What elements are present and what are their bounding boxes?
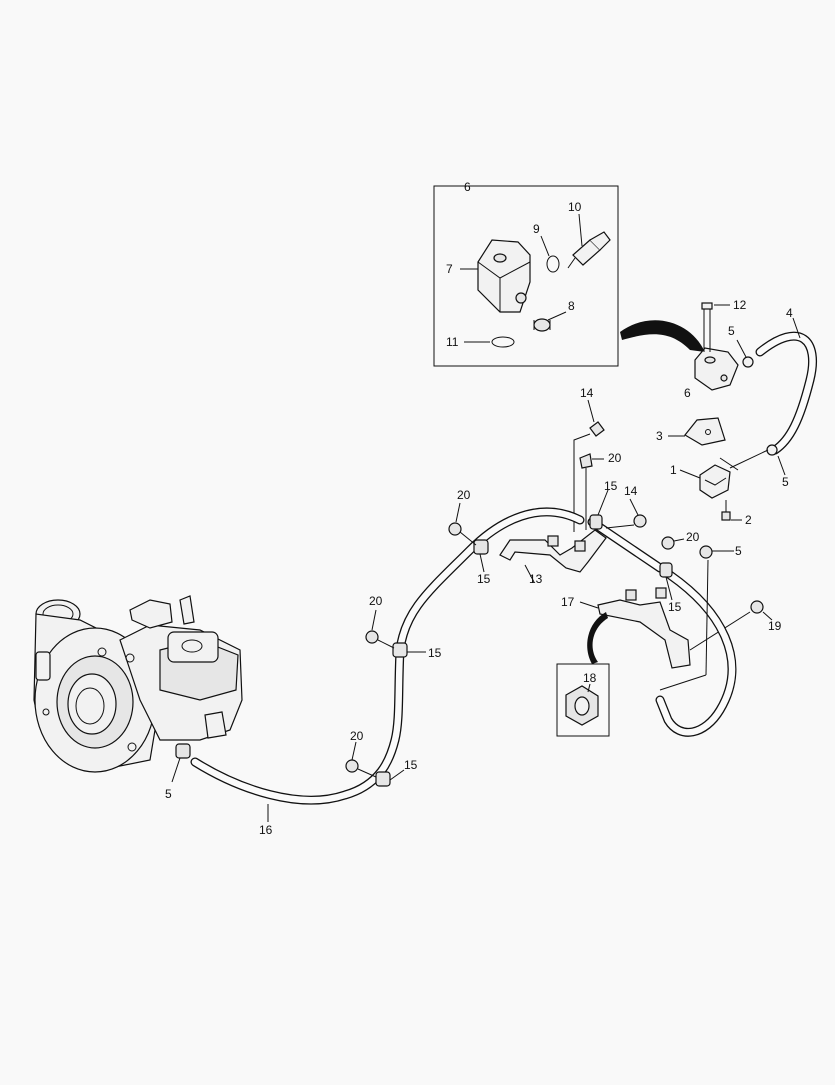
clip-15-e — [375, 769, 405, 787]
detail-inset-box — [433, 185, 619, 367]
callout-5-bottom: 5 — [165, 787, 172, 801]
bolt-12 — [701, 302, 730, 352]
callout-8: 8 — [568, 299, 575, 313]
callout-1: 1 — [670, 463, 677, 477]
callout-5-top: 5 — [728, 324, 735, 338]
callout-15-mid: 15 — [428, 646, 442, 660]
clamp-5-b — [766, 444, 786, 476]
callout-14-top: 14 — [580, 386, 594, 400]
callout-11: 11 — [446, 335, 459, 349]
nut-18-box — [556, 663, 610, 737]
screw-2 — [721, 500, 742, 521]
clamp-5-d — [171, 743, 191, 783]
callout-15-right: 15 — [668, 600, 682, 614]
bracket-17 — [579, 587, 691, 669]
callout-5-right: 5 — [782, 475, 789, 489]
bolt-20-b — [448, 502, 477, 546]
callout-4: 4 — [786, 306, 793, 320]
callout-12: 12 — [733, 298, 747, 312]
callout-20-right: 20 — [686, 530, 700, 544]
callout-labels: 6 7 9 10 8 11 12 5 4 6 14 3 20 1 5 20 15… — [165, 180, 793, 837]
bolt-20-e — [661, 536, 685, 550]
bracket-13 — [499, 529, 607, 583]
callout-17: 17 — [561, 595, 575, 609]
clamp-5-c — [699, 545, 734, 559]
bolt-20-a — [579, 453, 604, 530]
callout-6: 6 — [684, 386, 691, 400]
callout-19: 19 — [768, 619, 782, 633]
callout-7: 7 — [446, 262, 453, 276]
callout-2: 2 — [745, 513, 752, 527]
clamp-5-a — [736, 339, 754, 368]
callout-20-top: 20 — [608, 451, 622, 465]
bolt-14-b — [605, 498, 647, 529]
callout-9: 9 — [533, 222, 540, 236]
hose-4 — [755, 317, 818, 455]
turbocharger — [33, 595, 243, 773]
adapter-block-7 — [477, 239, 531, 313]
callout-15-left: 15 — [477, 572, 491, 586]
clip-15-c — [659, 562, 673, 601]
callout-6-inset: 6 — [464, 180, 471, 194]
clip-15-b — [589, 489, 609, 530]
callout-20-mid: 20 — [369, 594, 383, 608]
callout-20-left: 20 — [457, 488, 471, 502]
sensor-block-6 — [694, 347, 739, 391]
callout-13: 13 — [529, 572, 543, 586]
bracket-3 — [668, 417, 726, 446]
hose-16 — [190, 507, 585, 822]
o-ring-11 — [491, 336, 515, 348]
callout-15-bottom: 15 — [404, 758, 418, 772]
hose-upper — [587, 517, 737, 737]
inset-18-pointer — [587, 612, 608, 664]
callout-3: 3 — [656, 429, 663, 443]
callout-16: 16 — [259, 823, 273, 837]
bolt-14-a — [573, 399, 605, 532]
fitting-10 — [567, 231, 611, 269]
inset-pointer — [620, 320, 705, 352]
bolt-20-c — [365, 609, 395, 649]
inset-frame — [433, 185, 619, 367]
valve-1 — [679, 449, 769, 499]
callout-15-top: 15 — [604, 479, 618, 493]
clip-15-d — [392, 642, 426, 658]
callout-14-mid: 14 — [624, 484, 638, 498]
bolt-20-d — [345, 741, 377, 778]
callout-18: 18 — [583, 671, 597, 685]
clip-15-a — [473, 539, 489, 573]
callout-5-mid: 5 — [735, 544, 742, 558]
callout-20-bottom: 20 — [350, 729, 364, 743]
plug-8 — [533, 318, 551, 332]
callout-10: 10 — [568, 200, 582, 214]
washer-9 — [546, 255, 560, 273]
